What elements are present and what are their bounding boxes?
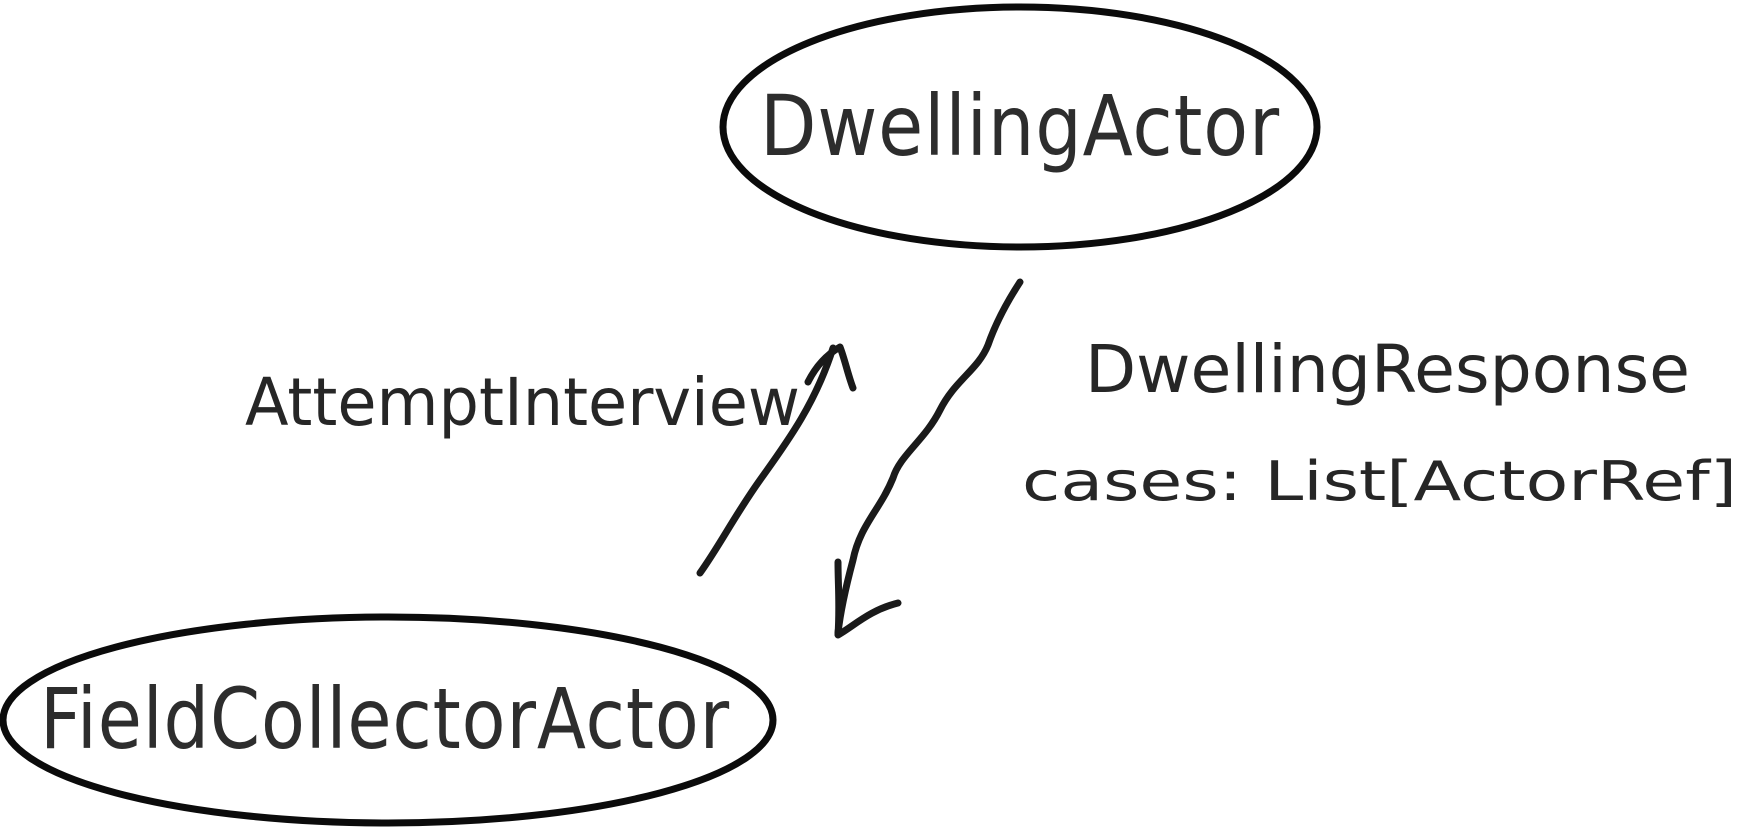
dwelling-response-detail: cases: List[ActorRef] [1022,450,1737,513]
dwelling-response-arrowhead [834,558,902,639]
field-collector-actor-label: FieldCollectorActor [40,670,730,768]
field-collector-actor-ellipse [0,613,777,827]
attempt-interview-edge: AttemptInterview [245,343,857,577]
attempt-interview-arrow-line [696,344,837,577]
attempt-interview-label: AttemptInterview [245,364,800,441]
dwelling-actor-label: DwellingActor [760,77,1280,175]
dwelling-actor-ellipse [719,3,1321,251]
dwelling-response-arrow-line [834,278,1024,637]
field-collector-actor-node: FieldCollectorActor [0,613,777,827]
dwelling-response-label: DwellingResponse [1085,331,1690,408]
dwelling-response-edge: DwellingResponse cases: List[ActorRef] [834,278,1737,639]
attempt-interview-arrowhead [804,343,857,392]
dwelling-actor-node: DwellingActor [719,3,1321,251]
